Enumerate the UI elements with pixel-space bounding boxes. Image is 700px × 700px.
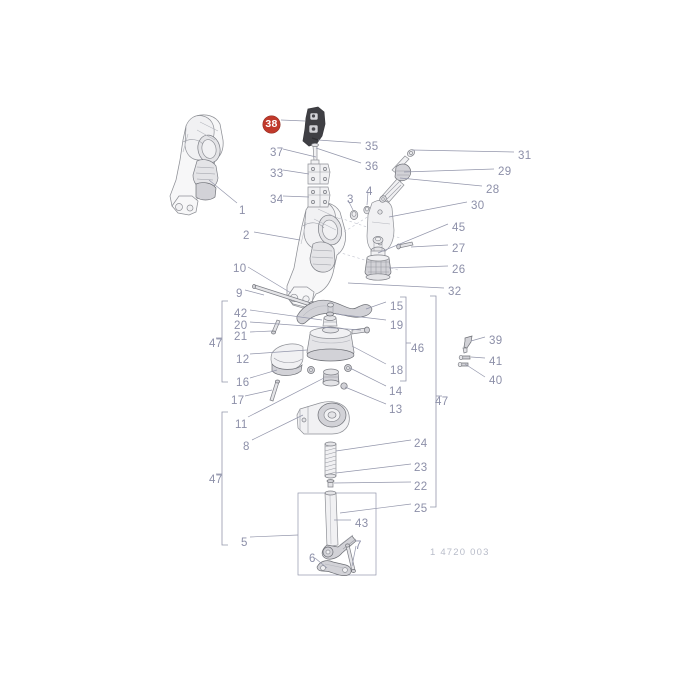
callout-2: 2 xyxy=(243,230,250,242)
callout-31: 31 xyxy=(518,150,532,162)
callout-35: 35 xyxy=(365,141,379,153)
callout-23: 23 xyxy=(414,462,428,474)
callout-25: 25 xyxy=(414,503,428,515)
parts-12-16-shell xyxy=(270,343,304,376)
part-1-housing xyxy=(169,114,224,216)
callout-3: 3 xyxy=(347,194,354,206)
part-8-mount-bracket xyxy=(296,401,350,435)
part-34-bracket xyxy=(307,186,331,208)
callout-41: 41 xyxy=(489,356,503,368)
callout-34: 34 xyxy=(270,194,284,206)
callout-36: 36 xyxy=(365,161,379,173)
part-17-pin xyxy=(269,379,281,402)
callout-9: 9 xyxy=(236,288,243,300)
callout-5: 5 xyxy=(241,537,248,549)
part-5-group-box xyxy=(297,492,377,576)
callout-12: 12 xyxy=(236,354,250,366)
callout-16: 16 xyxy=(236,377,250,389)
part-38-lever xyxy=(302,106,326,147)
parts-26-32-45-valve xyxy=(364,236,392,281)
callout-38[interactable]: 38 xyxy=(263,116,280,133)
part-6-clamp xyxy=(316,560,352,577)
part-2-housing xyxy=(286,200,401,309)
callout-30: 30 xyxy=(471,200,485,212)
group-brackets xyxy=(216,295,442,546)
callout-19: 19 xyxy=(390,320,404,332)
callout-39: 39 xyxy=(489,335,503,347)
callout-46: 46 xyxy=(411,343,425,355)
callout-4: 4 xyxy=(366,186,373,198)
callout-45: 45 xyxy=(452,222,466,234)
callout-13: 13 xyxy=(389,404,403,416)
callout-33: 33 xyxy=(270,168,284,180)
callout-47-right: 47 xyxy=(435,396,449,408)
parts-39-40-41-fasteners xyxy=(457,335,473,368)
leader-lines xyxy=(208,119,515,569)
callout-43: 43 xyxy=(355,518,369,530)
part-27-pin xyxy=(396,241,414,250)
callout-10: 10 xyxy=(233,263,247,275)
callout-42: 42 xyxy=(234,308,248,320)
callout-1: 1 xyxy=(239,205,246,217)
callout-24: 24 xyxy=(414,438,428,450)
callout-15: 15 xyxy=(390,301,404,313)
part-30-link-plate xyxy=(366,199,395,254)
callout-11: 11 xyxy=(235,419,248,431)
callout-32: 32 xyxy=(448,286,462,298)
callout-40: 40 xyxy=(489,375,503,387)
parts-3-4-pins xyxy=(349,205,371,220)
callout-27: 27 xyxy=(452,243,466,255)
callout-37: 37 xyxy=(270,147,284,159)
callout-20: 20 xyxy=(234,320,248,332)
callout-18: 18 xyxy=(390,365,404,377)
part-33-bracket xyxy=(307,163,331,185)
reference-code: 1 4720 003 xyxy=(430,547,490,558)
parts-11-13-14-hub xyxy=(307,364,352,390)
parts-23-24-spring xyxy=(324,441,337,479)
part-36-37-pin xyxy=(310,143,320,166)
callout-47-lower: 47 xyxy=(209,474,223,486)
callout-21: 21 xyxy=(234,331,248,343)
callout-6: 6 xyxy=(309,553,316,565)
callout-14: 14 xyxy=(389,386,403,398)
callout-47-upper: 47 xyxy=(209,338,223,350)
callout-7: 7 xyxy=(355,540,362,552)
callout-22: 22 xyxy=(414,481,428,493)
callout-28: 28 xyxy=(486,184,500,196)
callout-26: 26 xyxy=(452,264,466,276)
callout-8: 8 xyxy=(243,441,250,453)
part-43-shaft xyxy=(321,490,357,560)
callout-17: 17 xyxy=(231,395,245,407)
part-28-29-31-linkage xyxy=(379,149,415,203)
callout-29: 29 xyxy=(498,166,512,178)
parts-18-19-cover xyxy=(306,302,355,362)
part-22-collar xyxy=(326,479,335,488)
